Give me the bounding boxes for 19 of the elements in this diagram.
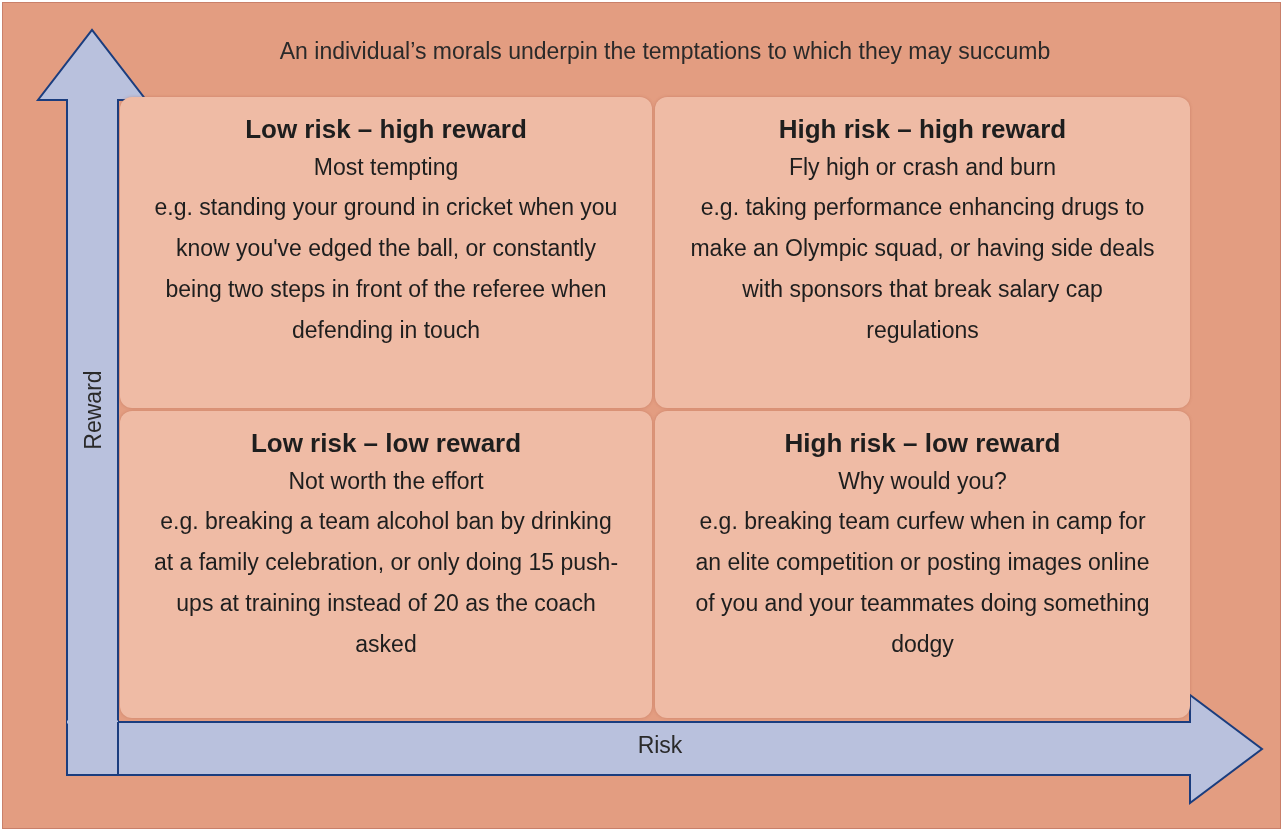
quadrant-description: e.g. standing your ground in cricket when you know you've edged the ball, or constantly being two steps in front of the referee when defending in touch [153,193,619,345]
quadrant-box [120,411,652,718]
quadrant-heading: Low risk – high reward [244,113,528,146]
quadrant-box [655,97,1190,408]
quadrant-heading: Low risk – low reward [249,427,523,460]
quadrant-subtitle: Not worth the effort [287,467,485,496]
diagram-title: An individual’s morals underpin the temptations to which they may succumb [278,38,1052,65]
quadrant-heading: High risk – high reward [777,113,1068,146]
quadrant-box [655,411,1190,718]
axis-label: Reward [78,369,107,452]
quadrant-description: e.g. taking performance enhancing drugs to make an Olympic squad, or having side deals with sponsors that break salary cap regulations [689,193,1156,345]
quadrant-subtitle: Most tempting [312,153,460,182]
quadrant-box [120,97,652,408]
axis-label: Risk [636,732,684,759]
quadrant-heading: High risk – low reward [783,427,1062,460]
quadrant-description: e.g. breaking a team alcohol ban by drinking at a family celebration, or only doing 15 push-ups at training instead of 20 as the coach asked [152,507,620,659]
quadrant-description: e.g. breaking team curfew when in camp for an elite competition or posting images online of you and your teammates doing something dodgy [694,507,1151,659]
quadrant-subtitle: Why would you? [837,467,1008,496]
quadrant-subtitle: Fly high or crash and burn [787,153,1058,182]
